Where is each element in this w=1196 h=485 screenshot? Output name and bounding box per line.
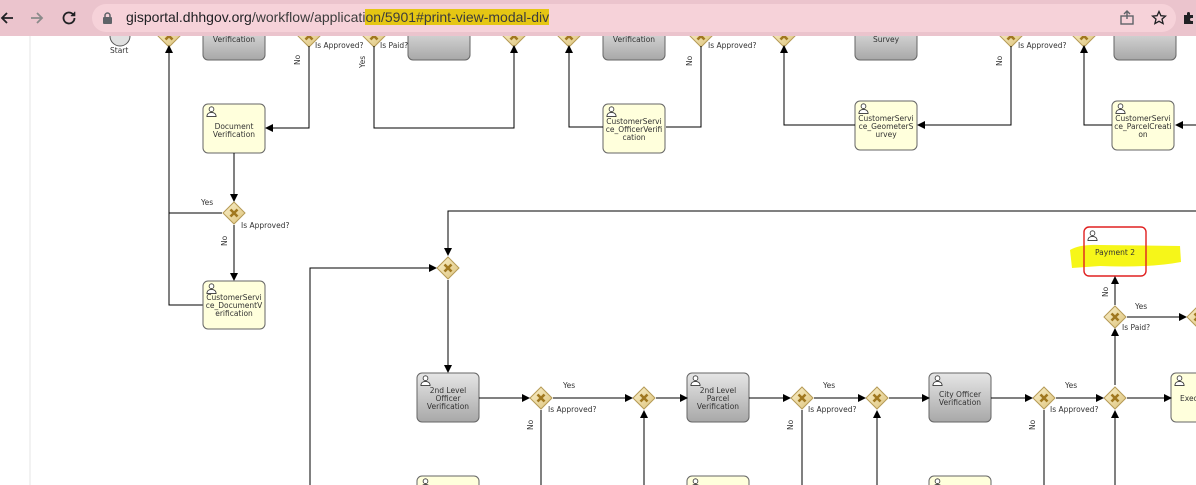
browser-toolbar: gisportal.dhhgov.org/workflow/applicatio…	[0, 0, 1196, 36]
task-cs-document-line2: ce_DocumentV	[206, 301, 263, 310]
task-bottom-1[interactable]	[416, 475, 480, 485]
label-is-approved-b2: Is Approved?	[808, 405, 856, 414]
task-cs-document-line1: CustomerServi	[206, 293, 261, 302]
task-2nd-parcel-line3: Verification	[697, 402, 739, 411]
task-verification-top-2-label: Verification	[613, 36, 655, 44]
label-yes-b3: Yes	[1064, 381, 1077, 390]
task-document-verification-line2: Verification	[213, 130, 255, 139]
label-no-paid: No	[1101, 286, 1110, 297]
task-cs-geometer-line1: CustomerServi	[858, 114, 913, 123]
task-verification-top-label: Verification	[213, 36, 255, 44]
workflow-diagram-canvas: Start Verification Is Approved? No Is Pa…	[0, 36, 1196, 485]
lock-icon	[103, 12, 112, 24]
task-cs-parcel-line1: CustomerServi	[1115, 114, 1170, 123]
task-payment-2-label: Payment 2	[1095, 248, 1135, 257]
label-no-1: No	[293, 54, 302, 65]
star-icon	[1151, 10, 1167, 25]
url-text: gisportal.dhhgov.org/workflow/applicatio…	[126, 9, 550, 25]
address-bar[interactable]	[92, 4, 1176, 32]
label-yes-b2: Yes	[822, 381, 835, 390]
task-city-officer-line1: City Officer	[939, 390, 982, 399]
task-cs-parcel-line3: on	[1138, 130, 1148, 139]
start-event[interactable]	[109, 36, 131, 47]
forward-button[interactable]	[26, 7, 48, 29]
label-is-approved-doc: Is Approved?	[241, 221, 289, 230]
label-no-2: No	[685, 55, 694, 66]
task-2nd-officer-line3: Verification	[427, 402, 469, 411]
extensions-button[interactable]	[1178, 7, 1196, 29]
task-verification-top-2[interactable]	[602, 36, 666, 61]
label-is-paid-top: Is Paid?	[380, 41, 408, 50]
label-no-b2: No	[786, 419, 795, 430]
arrow-right-icon	[31, 12, 44, 24]
gateway-top-4[interactable]	[772, 36, 796, 48]
bookmark-button[interactable]	[1148, 7, 1170, 29]
task-2nd-officer-line2: Officer	[436, 394, 462, 403]
label-is-approved-b3: Is Approved?	[1050, 405, 1098, 414]
task-survey-top-label: Survey	[873, 36, 900, 44]
url-highlighted-part: on/5901#print-view-modal-div	[365, 9, 550, 25]
label-yes-b1: Yes	[562, 381, 575, 390]
label-is-approved-2: Is Approved?	[708, 41, 756, 50]
task-bottom-3[interactable]	[928, 475, 992, 485]
gateway-b2[interactable]	[632, 386, 656, 410]
label-is-approved-b1: Is Approved?	[548, 405, 596, 414]
label-no-doc: No	[220, 235, 229, 246]
task-exec-partial-label: Exec	[1180, 394, 1196, 403]
task-cs-geometer-line3: urvey	[875, 130, 897, 139]
task-cs-officer-verification[interactable]	[602, 103, 666, 154]
label-is-approved-3: Is Approved?	[1018, 41, 1066, 50]
url-host: gisportal.dhhgov.org	[126, 9, 252, 25]
label-no-b3: No	[1028, 419, 1037, 430]
task-2nd-parcel-line2: Parcel	[707, 394, 730, 403]
user-task-icon	[1087, 230, 1098, 241]
task-top-right[interactable]	[1113, 36, 1177, 61]
task-bottom-2[interactable]	[686, 475, 750, 485]
label-yes-paid: Yes	[1134, 302, 1147, 311]
task-survey-top[interactable]	[854, 36, 918, 61]
task-cs-document-verification[interactable]	[202, 280, 266, 330]
workflow-diagram: Start Verification Is Approved? No Is Pa…	[29, 36, 1196, 485]
arrow-left-icon	[0, 12, 13, 24]
back-button[interactable]	[0, 7, 18, 29]
task-top-blank[interactable]	[407, 36, 471, 61]
task-2nd-officer-line1: 2nd Level	[430, 386, 466, 395]
label-no-3: No	[995, 55, 1004, 66]
task-cs-parcel-line2: ce_ParcelCreati	[1114, 122, 1171, 131]
gateway-b3[interactable]	[865, 386, 889, 410]
task-cs-document-line3: erification	[215, 309, 253, 318]
task-cs-officer-line1: CustomerServi	[606, 117, 661, 126]
label-yes-doc: Yes	[200, 198, 213, 207]
gateway-top-3[interactable]	[557, 36, 581, 48]
task-document-verification-line1: Document	[215, 122, 254, 131]
share-button[interactable]	[1116, 7, 1138, 29]
gateway-right-edge[interactable]	[1186, 305, 1196, 329]
gateway-merge[interactable]	[436, 256, 460, 280]
label-is-paid: Is Paid?	[1122, 323, 1150, 332]
url-path: /workflow/applicati	[251, 9, 366, 25]
reload-button[interactable]	[58, 7, 80, 29]
gateway-top-2[interactable]	[502, 36, 526, 48]
gateway-top-5[interactable]	[1072, 36, 1096, 48]
label-yes-top: Yes	[358, 56, 367, 69]
label-no-b1: No	[526, 419, 535, 430]
gateway-b4[interactable]	[1103, 386, 1127, 410]
task-cs-geometer-line2: ce_GeometerS	[859, 122, 914, 131]
reload-icon	[62, 11, 76, 25]
label-is-approved-1: Is Approved?	[315, 41, 363, 50]
highlight-marker	[1070, 244, 1181, 268]
share-icon	[1120, 10, 1134, 25]
task-city-officer-line2: Verification	[939, 398, 981, 407]
task-cs-officer-line3: cation	[622, 133, 645, 142]
task-2nd-parcel-line1: 2nd Level	[700, 386, 736, 395]
puzzle-icon	[1184, 12, 1193, 24]
task-cs-officer-line2: ce_OfficerVerifi	[606, 125, 663, 134]
task-verification-top[interactable]	[202, 36, 266, 61]
start-label: Start	[110, 46, 128, 55]
gateway-top-1[interactable]	[157, 36, 181, 48]
